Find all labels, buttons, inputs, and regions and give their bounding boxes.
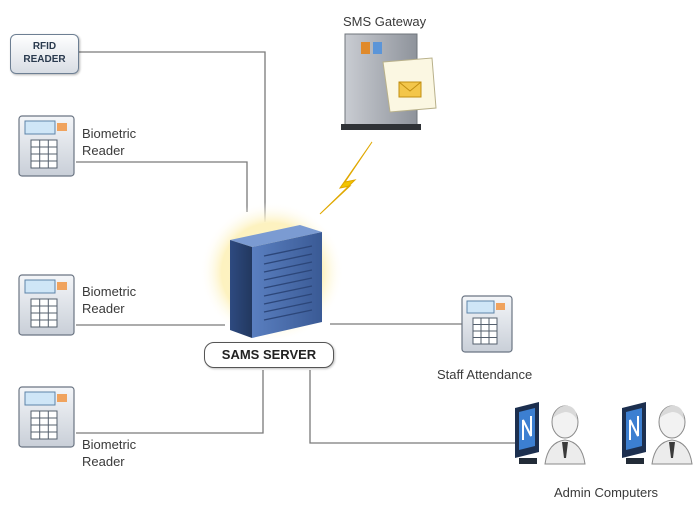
connector-lines <box>76 51 518 444</box>
staff-attendance-terminal-icon <box>461 295 513 353</box>
biometric-reader-icon <box>18 115 75 177</box>
biometric-3-connector <box>76 370 264 434</box>
rfid-reader-icon: RFID READER <box>10 34 79 74</box>
biometric-reader-label-line1: Biometric <box>82 126 137 141</box>
biometric-reader-icon <box>18 386 75 448</box>
admin-computers-label: Admin Computers <box>554 485 659 500</box>
biometric-reader-label-line2: Reader <box>82 454 125 469</box>
rfid-reader-label-line2: READER <box>23 54 66 65</box>
server-label: SAMS SERVER <box>204 342 334 368</box>
biometric-reader-label: Biometric Reader <box>82 125 136 159</box>
admin-computer-icon <box>622 402 693 465</box>
biometric-reader-icon <box>18 274 75 336</box>
lightning-bolt-icon <box>319 141 373 215</box>
rfid-connector <box>78 51 266 222</box>
biometric-reader-label-line2: Reader <box>82 143 125 158</box>
server-tower-icon <box>230 225 322 338</box>
sms-gateway-icon <box>341 33 437 130</box>
staff-attendance-label: Staff Attendance <box>437 367 533 382</box>
biometric-reader-label: Biometric Reader <box>82 436 136 470</box>
biometric-reader-label-line2: Reader <box>82 301 125 316</box>
sms-gateway-label: SMS Gateway <box>343 14 427 29</box>
admin-computers-connector <box>309 370 518 444</box>
biometric-reader-label-line1: Biometric <box>82 437 137 452</box>
biometric-reader-label-line1: Biometric <box>82 284 137 299</box>
biometric-1-connector <box>76 161 248 212</box>
admin-computer-icon <box>515 402 586 465</box>
rfid-reader-label-line1: RFID <box>32 41 57 52</box>
biometric-reader-label: Biometric Reader <box>82 283 136 317</box>
